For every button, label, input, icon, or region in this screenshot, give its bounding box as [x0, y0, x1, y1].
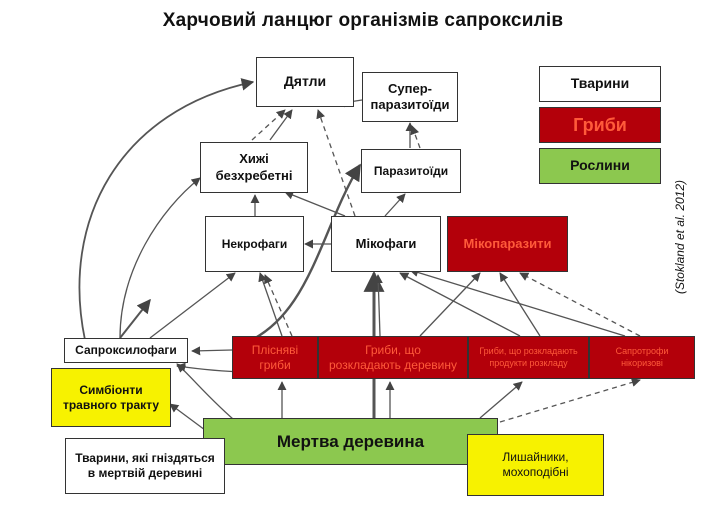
arrow-mould-saproxylophages — [191, 346, 233, 356]
arrow-decayproduct-mycophages — [399, 272, 521, 337]
arrow-mould-necrophages — [258, 272, 283, 337]
arrow-decayproduct-mycoparasites — [499, 272, 541, 337]
arrow-deadwood-decayproduct — [479, 381, 523, 419]
legend-plants-label: Рослини — [570, 157, 630, 174]
node-mycorrhizal-saprotrophs-label: Сапротрофи нікоризові — [615, 346, 669, 368]
arrow-deadwood-symbionts — [169, 403, 206, 431]
node-hyperparasitoids-label: Супер- паразитоїди — [370, 80, 450, 112]
arrow-mycorrhiza-mycophages — [409, 268, 626, 337]
arrow-predators-woodpeckers — [269, 109, 293, 141]
dashed-parasitoids-hyperparasitoids-2 — [410, 125, 421, 149]
node-parasitoids: Паразитоїди — [361, 149, 461, 193]
node-dead-wood-label: Мертва деревина — [276, 431, 425, 451]
node-mould-fungi-label: Плісняві гриби — [251, 342, 299, 372]
dashed-mycorrhiza-mycoparasites — [519, 272, 641, 337]
legend-fungi-label: Гриби — [573, 114, 627, 135]
node-saproxylophages-label: Сапроксилофаги — [75, 343, 177, 357]
node-woodpeckers: Дятли — [256, 57, 354, 107]
node-lichens-bryophytes: Лишайники, мохоподібні — [467, 434, 604, 496]
arrow-saproxylophages-necrophages — [149, 272, 236, 339]
node-mould-fungi: Плісняві гриби — [232, 336, 318, 379]
node-cavity-animals-label: Тварини, які гніздяться в мертвій дереви… — [75, 451, 215, 480]
node-necrophages: Некрофаги — [205, 216, 304, 272]
legend-plants: Рослини — [539, 148, 661, 184]
dashed-mould-necrophages — [264, 274, 293, 337]
node-mycoparasites-label: Мікопаразити — [463, 235, 552, 251]
node-mycorrhizal-saprotrophs: Сапротрофи нікоризові — [589, 336, 695, 379]
node-predatory-invertebrates-label: Хижі безхребетні — [215, 151, 293, 183]
arrow-wooddecay-mycoparasites — [419, 272, 481, 337]
arrow-wooddecay-mycophages — [373, 274, 383, 337]
arrow-mycophages-parasitoids — [384, 193, 406, 217]
dashed-lichens-mycorrhiza — [499, 377, 641, 423]
node-parasitoids-label: Паразитоїди — [373, 163, 449, 178]
arrow-mycophages-predators — [284, 190, 346, 217]
node-dead-wood: Мертва деревина — [203, 418, 498, 465]
node-decay-product-fungi-label: Гриби, що розкладають продукти розкладу — [479, 346, 578, 368]
arrow-saproxylophages-up-spring — [119, 298, 151, 339]
node-gut-symbionts: Симбіонти травного тракту — [51, 368, 171, 427]
node-mycoparasites: Мікопаразити — [447, 216, 568, 272]
node-gut-symbionts-label: Симбіонти травного тракту — [62, 382, 160, 412]
arrow-saproxylophages-woodpeckers — [78, 78, 255, 341]
node-cavity-animals: Тварини, які гніздяться в мертвій дереви… — [65, 438, 225, 494]
node-predatory-invertebrates: Хижі безхребетні — [200, 142, 308, 193]
node-saproxylophages: Сапроксилофаги — [64, 338, 188, 363]
node-woodpeckers-label: Дятли — [283, 73, 327, 90]
dashed-mycophages-woodpeckers — [316, 109, 356, 217]
node-lichens-bryophytes-label: Лишайники, мохоподібні — [502, 450, 569, 479]
legend-animals: Тварини — [539, 66, 661, 102]
diagram-title: Харчовий ланцюг організмів сапроксилів — [162, 10, 564, 31]
node-mycophages-label: Мікофаги — [355, 235, 417, 251]
arrow-saproxylophages-predators — [119, 177, 201, 339]
legend-animals-label: Тварини — [570, 75, 630, 92]
source-credit-text: (Stokland et al. 2012) — [673, 179, 687, 295]
legend-fungi: Гриби — [539, 107, 661, 143]
node-hyperparasitoids: Супер- паразитоїди — [362, 72, 458, 122]
node-wood-decay-fungi: Гриби, що розкладають деревину — [318, 336, 468, 379]
dashed-necrophages-woodpeckers — [251, 109, 286, 141]
node-wood-decay-fungi-label: Гриби, що розкладають деревину — [329, 342, 457, 372]
node-mycophages: Мікофаги — [331, 216, 441, 272]
node-decay-product-fungi: Гриби, що розкладають продукти розкладу — [468, 336, 589, 379]
node-necrophages-label: Некрофаги — [221, 236, 288, 251]
